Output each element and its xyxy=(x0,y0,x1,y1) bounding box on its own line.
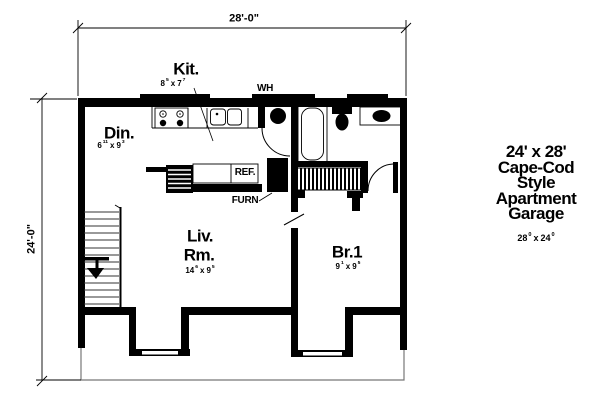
kitchen-leader xyxy=(193,87,214,142)
closet-east-wall xyxy=(361,161,368,193)
south-wall-b xyxy=(188,307,298,315)
kitchen-door-arc xyxy=(261,127,291,157)
doors xyxy=(261,127,394,226)
living-label-line2: Rm. xyxy=(183,245,215,265)
counter-return xyxy=(146,167,166,172)
window-sill-bath xyxy=(252,94,315,98)
dishwasher xyxy=(166,165,193,193)
bath-west-wall xyxy=(291,98,298,192)
kitchen-sink xyxy=(210,108,242,126)
north-wall xyxy=(78,98,407,107)
bathtub xyxy=(297,104,328,165)
kitchen-label: Kit. xyxy=(173,59,199,79)
west-wall xyxy=(78,98,85,348)
bedroom-door-leaf xyxy=(393,162,398,193)
bedroom-label: Br.1 xyxy=(331,242,363,262)
divider-wall-upper xyxy=(291,198,298,212)
range xyxy=(154,107,189,129)
dimension-lines xyxy=(30,20,412,387)
kitchen-door-jamb xyxy=(258,98,265,128)
refrigerator-label: REF. xyxy=(234,167,256,178)
furnace-leader xyxy=(258,192,273,202)
east-wall xyxy=(400,98,407,350)
furnace xyxy=(267,158,288,192)
closet-se-corner xyxy=(347,191,363,198)
water-heater-leader xyxy=(279,94,288,107)
range-burners xyxy=(159,110,184,127)
bathroom-fixtures xyxy=(296,104,404,191)
south-wall-c xyxy=(349,307,407,315)
title-line-3: Style xyxy=(516,173,556,192)
furnace-label: FURN xyxy=(231,195,259,206)
window-sill-kitchen xyxy=(140,94,210,98)
exterior-walls xyxy=(78,94,407,357)
dormer1-right-wall xyxy=(181,307,189,356)
window-sill-vanity xyxy=(347,94,388,98)
dormer1-window xyxy=(142,351,178,355)
dormer2-left-wall xyxy=(291,307,298,357)
title-line-2: Cape-Cod xyxy=(497,157,575,177)
kitchen-fixtures xyxy=(146,107,288,193)
interior-walls xyxy=(166,98,398,307)
divider-door-line xyxy=(283,213,305,226)
living-bedroom-divider-wall xyxy=(291,228,298,307)
bedroom-nw-stub xyxy=(352,198,360,211)
kitchen-half-wall xyxy=(166,184,262,192)
title-block: 24' x 28' Cape-Cod Style Apartment Garag… xyxy=(456,142,600,246)
bedroom-door-arc xyxy=(367,163,394,192)
sink-vanity xyxy=(359,106,404,126)
stair-down-arrow xyxy=(84,257,109,279)
south-wall-a xyxy=(78,307,136,315)
bedroom-closet-hatch xyxy=(296,167,362,191)
closet-sw-corner xyxy=(291,190,305,198)
leader-lines xyxy=(193,87,288,202)
dormer2-right-wall xyxy=(345,307,353,357)
title-line-5: Garage xyxy=(508,204,564,223)
water-heater-label: WH xyxy=(256,83,274,94)
toilet xyxy=(332,106,352,131)
bath-south-wall xyxy=(291,161,367,167)
title-line-4: Apartment xyxy=(495,188,577,208)
garage-footprint-outline xyxy=(80,348,405,381)
dimension-top-label: 28'-0" xyxy=(229,12,259,25)
dining-label: Din. xyxy=(103,123,135,143)
dormer2-window xyxy=(303,352,342,356)
living-label-line1: Liv. xyxy=(186,226,214,246)
staircase xyxy=(84,204,122,307)
dimension-left-label: 24'-0" xyxy=(25,224,38,254)
dormer1-left-wall xyxy=(129,307,136,356)
title-line-1: 24' x 28' xyxy=(505,142,567,161)
water-heater xyxy=(270,108,286,124)
